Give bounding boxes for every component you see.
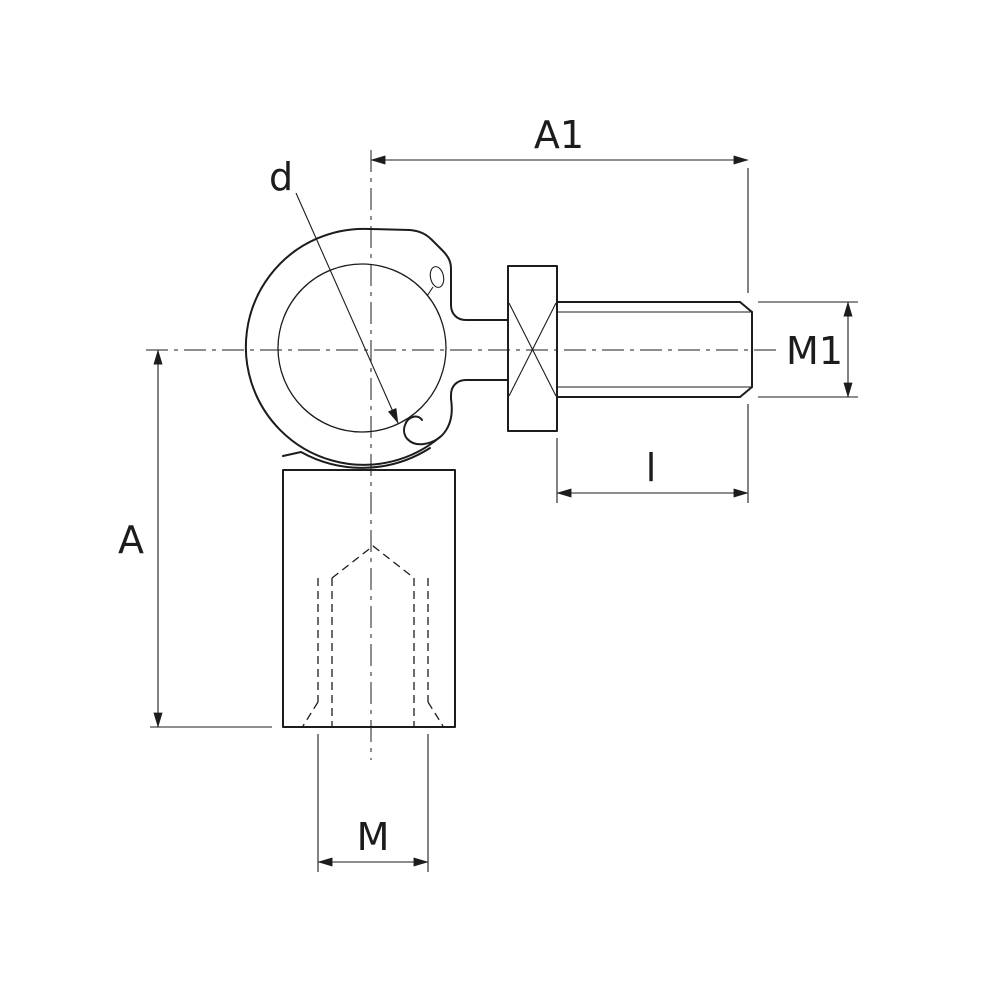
centerlines <box>146 150 776 760</box>
dimension-m: M <box>317 734 429 872</box>
flange-flat-cross <box>508 302 557 397</box>
thread-end-chamfer-top <box>739 301 753 313</box>
dimension-d-leader <box>295 192 399 424</box>
dimension-m1: M1 <box>758 301 858 398</box>
flange-outline <box>507 265 558 432</box>
dimension-label-a1: A1 <box>534 113 584 157</box>
dimension-label-a: A <box>118 518 144 562</box>
hole-bottom-chamfer-right <box>427 701 444 727</box>
dimension-d: d <box>269 155 399 424</box>
crimp-slot-tick <box>426 286 434 297</box>
ball-circle <box>277 263 447 433</box>
dimension-label-m1: M1 <box>786 329 843 373</box>
dimension-label-m: M <box>357 815 390 859</box>
dimension-a: A <box>118 349 272 728</box>
thread-end-chamfer-bottom <box>739 386 753 398</box>
ball-housing <box>244 227 509 466</box>
dimension-l: l <box>556 404 749 503</box>
spring-clip <box>282 398 453 469</box>
threaded-stud <box>507 265 753 432</box>
dimension-a1: A1 <box>370 113 749 293</box>
housing-neck-bottom-contour <box>450 379 509 400</box>
dimension-label-l: l <box>646 446 657 490</box>
housing-outline <box>244 227 441 466</box>
body-outline <box>282 469 456 728</box>
crimp-slot <box>429 266 445 288</box>
drill-cone <box>331 545 415 579</box>
dimension-label-d: d <box>269 155 293 199</box>
housing-body <box>282 469 456 728</box>
clip-band <box>282 447 431 469</box>
clip-hook <box>403 398 453 446</box>
hole-bottom-chamfer-left <box>302 701 319 727</box>
housing-top-right-contour <box>369 228 509 321</box>
